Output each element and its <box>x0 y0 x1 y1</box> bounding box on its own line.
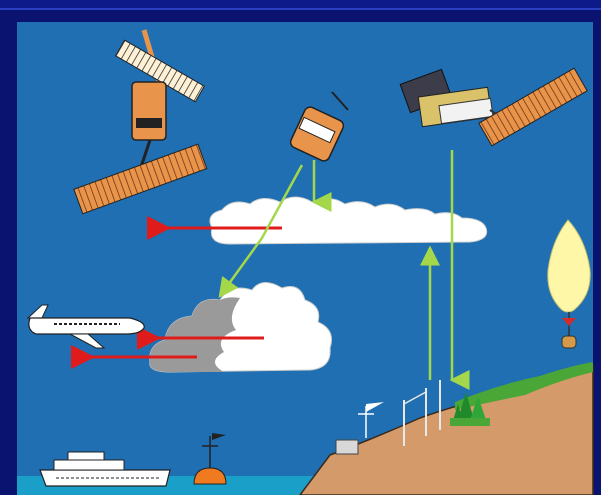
slide <box>0 0 601 495</box>
observing-system-diagram <box>0 0 601 495</box>
